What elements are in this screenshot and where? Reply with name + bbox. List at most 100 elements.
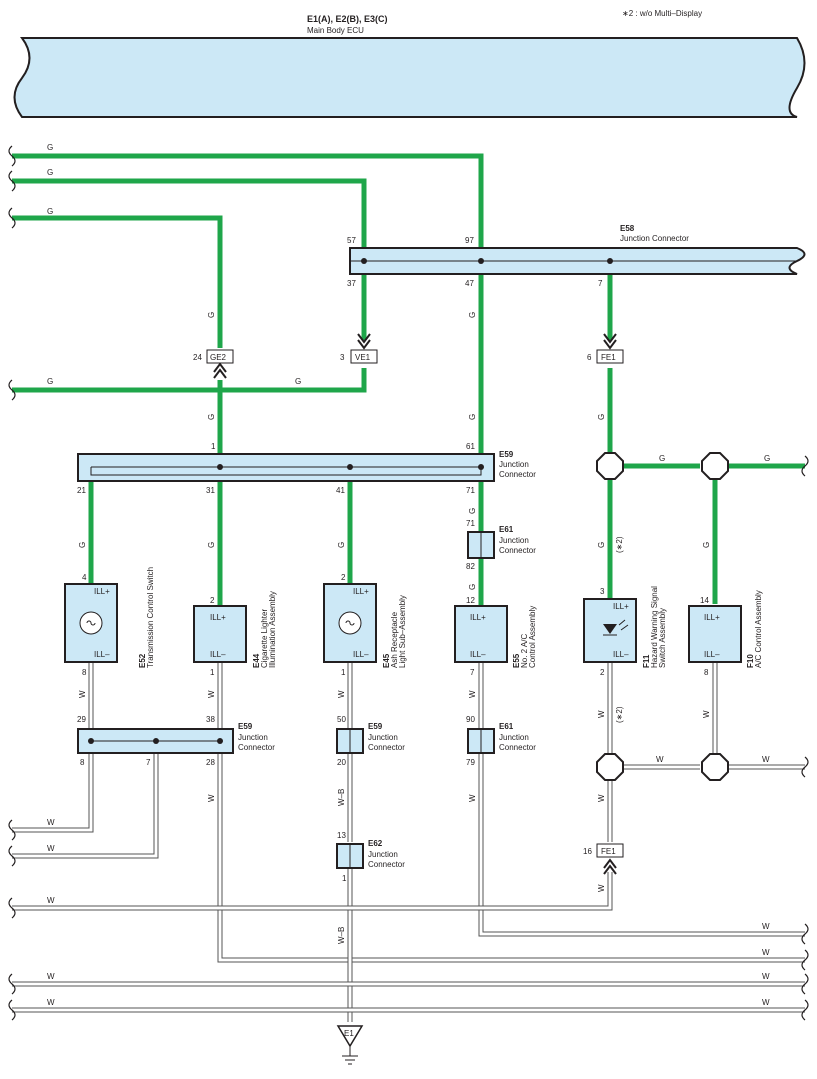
e62-junction-connector: E62 Junction Connector 13 1: [336, 831, 405, 883]
svg-text:Junction: Junction: [499, 460, 529, 469]
white-wires: [12, 662, 805, 1022]
svg-text:Connector: Connector: [368, 743, 405, 752]
component-e45: ILL+ ILL– 2 1 E45 Ash Receptacle Light S…: [323, 573, 407, 677]
svg-text:Light Sub–Assembly: Light Sub–Assembly: [398, 595, 407, 668]
svg-text:7: 7: [598, 279, 603, 288]
e61-bottom-junction-connector: E61 Junction Connector 90 79: [466, 715, 536, 767]
svg-text:W: W: [656, 755, 664, 764]
e58-junction-connector: E58 Junction Connector 57 97 37 47 7: [347, 224, 806, 288]
svg-text:37: 37: [347, 279, 356, 288]
svg-text:G: G: [468, 312, 477, 318]
svg-text:3: 3: [340, 353, 345, 362]
component-f10: ILL+ ILL– 14 8 F10 A/C Control Assembly: [688, 590, 763, 677]
svg-text:1: 1: [341, 668, 346, 677]
svg-text:1: 1: [211, 442, 216, 451]
svg-text:21: 21: [77, 486, 86, 495]
svg-text:Illumination Assembly: Illumination Assembly: [268, 591, 277, 668]
svg-text:71: 71: [466, 519, 475, 528]
svg-text:ILL+: ILL+: [94, 587, 110, 596]
svg-text:FE1: FE1: [601, 847, 616, 856]
component-e55: ILL+ ILL– 12 7 E55 No. 2 A/C Control Ass…: [454, 596, 537, 677]
e61-top-junction-connector: E61 Junction Connector 71 82: [466, 519, 536, 571]
svg-text:ILL–: ILL–: [353, 650, 369, 659]
svg-text:W: W: [762, 998, 770, 1007]
white-wire-inner-14: [479, 753, 805, 936]
svg-text:W: W: [207, 690, 216, 698]
white-wire-outer-15: [12, 872, 613, 911]
svg-text:50: 50: [337, 715, 346, 724]
svg-text:Transmission Control Switch: Transmission Control Switch: [146, 567, 155, 668]
svg-text:47: 47: [465, 279, 474, 288]
svg-text:E59: E59: [238, 722, 253, 731]
svg-text:Control Assembly: Control Assembly: [528, 606, 537, 668]
svg-text:13: 13: [337, 831, 346, 840]
svg-text:W: W: [47, 818, 55, 827]
e58-code: E58: [620, 224, 635, 233]
svg-text:(∗2): (∗2): [615, 536, 624, 553]
svg-text:16: 16: [583, 847, 592, 856]
svg-text:ILL–: ILL–: [210, 650, 226, 659]
svg-text:No. 2 A/C: No. 2 A/C: [520, 634, 529, 668]
svg-text:W: W: [762, 972, 770, 981]
svg-text:8: 8: [82, 668, 87, 677]
svg-text:GE2: GE2: [210, 353, 227, 362]
svg-text:W: W: [702, 710, 711, 718]
svg-text:E1: E1: [344, 1029, 354, 1038]
svg-text:7: 7: [146, 758, 151, 767]
svg-text:61: 61: [466, 442, 475, 451]
svg-text:Junction: Junction: [499, 536, 529, 545]
svg-text:W: W: [762, 922, 770, 931]
svg-text:82: 82: [466, 562, 475, 571]
svg-text:G: G: [47, 377, 53, 386]
svg-text:Hazard Warning Signal: Hazard Warning Signal: [650, 586, 659, 668]
svg-text:Junction: Junction: [238, 733, 268, 742]
ground-e1: E1: [336, 1025, 364, 1065]
footnote-note: ∗2 : w/o Multi–Display: [622, 9, 702, 18]
svg-text:W: W: [47, 998, 55, 1007]
svg-text:G: G: [468, 414, 477, 420]
svg-text:E55: E55: [512, 653, 521, 668]
svg-text:Ash Receptacle: Ash Receptacle: [390, 611, 399, 668]
white-wire-inner-15: [12, 872, 612, 910]
white-wire-outer-11: [217, 753, 805, 963]
svg-text:ILL–: ILL–: [613, 650, 629, 659]
white-wire-outer-10: [12, 753, 159, 859]
svg-text:Junction: Junction: [368, 850, 398, 859]
svg-text:W: W: [762, 755, 770, 764]
svg-text:W: W: [47, 896, 55, 905]
svg-text:FE1: FE1: [601, 353, 616, 362]
svg-text:4: 4: [82, 573, 87, 582]
inline-connector-fe1-top: FE1 6: [587, 333, 624, 364]
svg-text:G: G: [337, 542, 346, 548]
svg-text:ILL+: ILL+: [704, 613, 720, 622]
svg-text:Connector: Connector: [499, 470, 536, 479]
component-e52: ILL+ ILL– 4 8 E52 Transmission Control S…: [64, 567, 155, 677]
svg-text:G: G: [468, 508, 477, 514]
svg-text:79: 79: [466, 758, 475, 767]
svg-text:1: 1: [342, 874, 347, 883]
wire-break-symbols: [8, 145, 809, 1021]
green-wires: [12, 153, 805, 606]
svg-text:2: 2: [210, 596, 215, 605]
svg-text:57: 57: [347, 236, 356, 245]
component-f11: ILL+ ILL– 3 2 F11 Hazard Warning Signal …: [583, 586, 667, 677]
white-wire-inner-9: [12, 753, 93, 832]
main-body-ecu-block: [13, 37, 806, 118]
svg-text:W: W: [47, 972, 55, 981]
svg-text:12: 12: [466, 596, 475, 605]
inline-connector-ve1: VE1 3: [340, 333, 378, 364]
svg-text:2: 2: [600, 668, 605, 677]
svg-text:Switch Assembly: Switch Assembly: [658, 608, 667, 668]
svg-text:41: 41: [336, 486, 345, 495]
svg-text:Junction: Junction: [499, 733, 529, 742]
svg-text:W: W: [762, 948, 770, 957]
e59-small-junction-connector: E59 Junction Connector 50 20: [336, 715, 405, 767]
svg-text:Connector: Connector: [499, 743, 536, 752]
svg-text:G: G: [47, 143, 53, 152]
svg-text:ILL–: ILL–: [704, 650, 720, 659]
svg-text:Connector: Connector: [499, 546, 536, 555]
svg-text:G: G: [207, 542, 216, 548]
svg-text:E52: E52: [138, 653, 147, 668]
svg-text:G: G: [468, 584, 477, 590]
inline-connector-fe1-bottom: FE1 16: [583, 843, 624, 875]
